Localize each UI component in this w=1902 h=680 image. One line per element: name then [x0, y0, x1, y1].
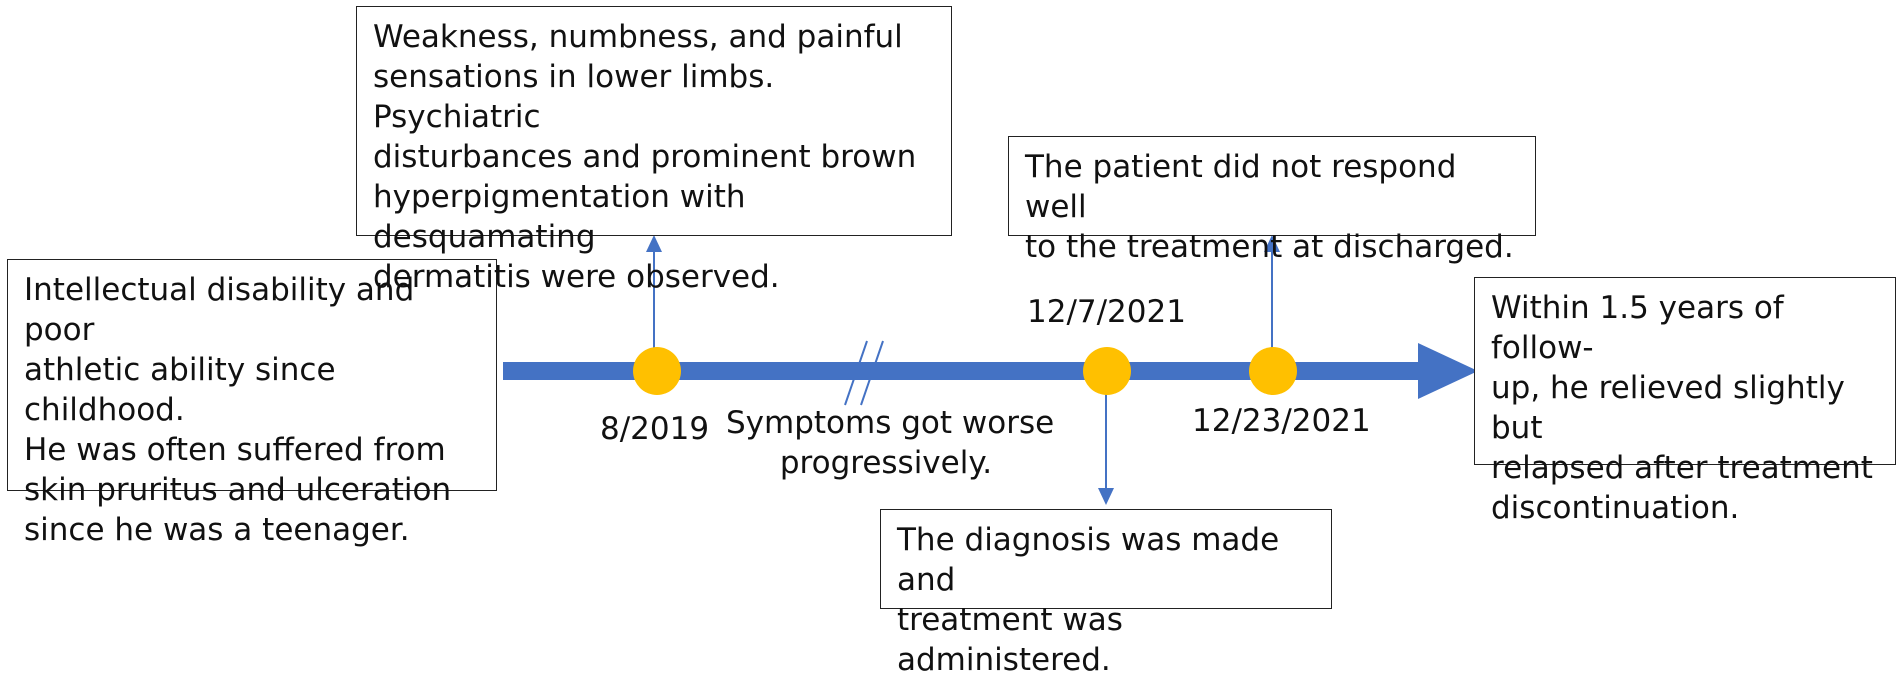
box-line: athletic ability since childhood.	[24, 352, 336, 428]
onset-symptoms-box: Weakness, numbness, and painful sensatio…	[356, 6, 952, 295]
event-node-12-23-2021	[1249, 347, 1297, 395]
box-line: to the treatment at discharged.	[1025, 229, 1514, 265]
event-node-12-7-2021	[1083, 347, 1131, 395]
axis-break-mark	[860, 340, 884, 406]
box-line: Within 1.5 years of follow-	[1491, 290, 1784, 366]
box-line: relapsed after treatment	[1491, 450, 1873, 486]
box-line: treatment was administered.	[897, 602, 1123, 678]
box-line: He was often suffered from	[24, 432, 446, 468]
box-line: since he was a teenager.	[24, 512, 410, 548]
date-label-12-23-2021: 12/23/2021	[1192, 403, 1371, 439]
diagnosis-box: The diagnosis was made and treatment was…	[880, 509, 1332, 678]
progression-label: Symptoms got worse progressively.	[726, 403, 1055, 483]
axis-break-mark	[844, 340, 868, 406]
arrowhead-discharge	[1264, 235, 1280, 252]
box-line: hyperpigmentation with desquamating	[373, 179, 746, 255]
event-node-8-2019	[633, 347, 681, 395]
date-label-8-2019: 8/2019	[600, 411, 710, 447]
box-line: Weakness, numbness, and painful	[373, 19, 903, 55]
box-line: sensations in lower limbs. Psychiatric	[373, 59, 775, 135]
date-label-12-7-2021: 12/7/2021	[1027, 294, 1186, 330]
box-line: skin pruritus and ulceration	[24, 472, 452, 508]
box-line: The patient did not respond well	[1025, 149, 1457, 225]
box-line: Intellectual disability and poor	[24, 272, 415, 348]
box-line: discontinuation.	[1491, 490, 1740, 526]
progression-line: progressively.	[779, 445, 993, 481]
box-line: dermatitis were observed.	[373, 259, 780, 295]
box-line: up, he relieved slightly but	[1491, 370, 1845, 446]
follow-up-box: Within 1.5 years of follow- up, he relie…	[1474, 277, 1896, 526]
box-line: disturbances and prominent brown	[373, 139, 917, 175]
timeline-diagram	[503, 235, 1478, 505]
box-line: The diagnosis was made and	[897, 522, 1280, 598]
timeline-arrowhead	[1418, 343, 1478, 399]
timeline-axis	[503, 362, 1423, 380]
childhood-history-box: Intellectual disability and poor athleti…	[7, 259, 497, 548]
discharge-box: The patient did not respond well to the …	[1008, 136, 1536, 265]
arrowhead-diagnosis	[1098, 488, 1114, 505]
progression-line: Symptoms got worse	[726, 405, 1055, 441]
arrowhead-onset	[646, 235, 662, 252]
